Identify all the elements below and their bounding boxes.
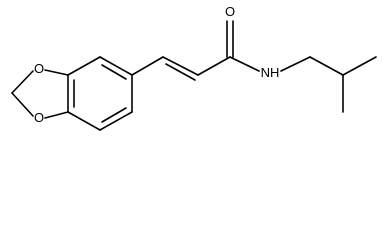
side-chain: [131, 20, 377, 113]
structure-diagram: O O O NH: [11, 4, 377, 131]
bond-vinyl-double: [165, 63, 196, 81]
benzene-ring: [67, 56, 133, 131]
bond-carbonyl-n: [229, 56, 260, 72]
ring-bond: [67, 111, 101, 131]
atom-labels: O O O NH: [34, 4, 279, 125]
ring-bond: [67, 56, 101, 76]
bond-ch2-ch: [309, 56, 344, 76]
bond-vinyl-carbonyl: [197, 56, 231, 76]
bond-o-ch2-top: [11, 70, 34, 94]
atom-label-o-bottom: O: [34, 110, 44, 125]
ring-double-bond: [101, 107, 127, 123]
ring-bond: [99, 56, 133, 76]
atom-label-o-carbonyl: O: [225, 4, 235, 19]
bond-ch-methyl-top: [342, 56, 377, 76]
bond-ch2-o-bottom: [11, 92, 34, 117]
bond-ring-vinyl: [131, 56, 164, 76]
bond-o-c-bottom: [44, 111, 69, 119]
bond-n-ch2: [280, 56, 311, 72]
atom-label-o-top: O: [34, 61, 44, 76]
atom-label-nh: NH: [261, 65, 280, 80]
ring-bond: [99, 111, 133, 131]
bond-c-o-top: [44, 69, 69, 76]
ring-double-bond: [101, 64, 127, 80]
bond-vinyl-single-a: [162, 56, 199, 76]
dioxole-ring: [11, 69, 69, 119]
